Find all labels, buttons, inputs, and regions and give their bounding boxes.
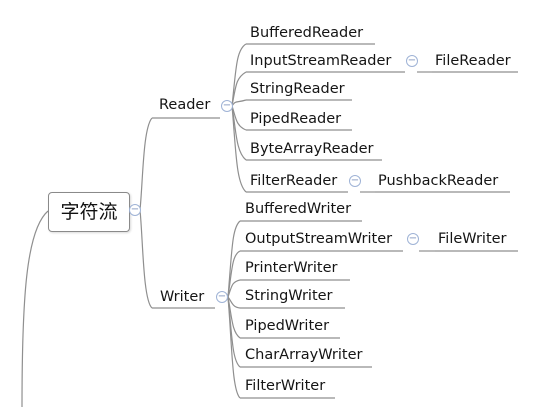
- reader-child-bufferedreader[interactable]: BufferedReader: [250, 25, 364, 41]
- writer-branch-stringwriter: [227, 296, 241, 309]
- writer-child-pipedwriter[interactable]: PipedWriter: [245, 318, 330, 334]
- filterreader-collapse-toggle[interactable]: −: [349, 175, 361, 187]
- root-collapse-toggle[interactable]: −: [129, 204, 141, 216]
- root-to-writer-connector: [139, 209, 153, 309]
- writer-child-printerwriter[interactable]: PrinterWriter: [245, 260, 338, 276]
- reader-child-filterreader[interactable]: FilterReader: [250, 173, 338, 189]
- root-trunk-connector: [21, 210, 49, 407]
- root-to-reader-connector: [139, 117, 153, 211]
- writer-child-chararraywriter[interactable]: CharArrayWriter: [245, 347, 363, 363]
- writer-child-stringwriter[interactable]: StringWriter: [245, 288, 333, 304]
- reader-child-bytearrayreader[interactable]: ByteArrayReader: [250, 141, 374, 157]
- reader-collapse-toggle[interactable]: −: [221, 100, 233, 112]
- root-node[interactable]: 字符流: [48, 192, 130, 232]
- reader-branch-stringreader: [231, 99, 247, 107]
- reader-branch-filterreader: [231, 105, 247, 193]
- writer-branch-outputstreamwriter: [227, 250, 241, 298]
- writer-child-filterwriter[interactable]: FilterWriter: [245, 378, 326, 394]
- reader-grandchild-pushbackreader[interactable]: PushbackReader: [378, 173, 499, 189]
- writer-node[interactable]: Writer: [160, 289, 205, 305]
- root-node-label: 字符流: [60, 201, 118, 223]
- reader-branch-bufferedreader: [231, 43, 247, 107]
- reader-grandchild-filereader[interactable]: FileReader: [435, 53, 511, 69]
- reader-child-stringreader[interactable]: StringReader: [250, 81, 345, 97]
- writer-child-outputstreamwriter[interactable]: OutputStreamWriter: [245, 231, 393, 247]
- writer-collapse-toggle[interactable]: −: [216, 291, 228, 303]
- reader-child-pipedreader[interactable]: PipedReader: [250, 111, 342, 127]
- reader-node[interactable]: Reader: [159, 97, 211, 113]
- writer-branch-bufferedwriter: [227, 220, 241, 298]
- outputstreamwriter-collapse-toggle[interactable]: −: [407, 233, 419, 245]
- reader-branch-inputstreamreader: [231, 71, 247, 107]
- writer-grandchild-filewriter[interactable]: FileWriter: [438, 231, 507, 247]
- writer-branch-filterwriter: [227, 296, 241, 399]
- reader-child-inputstreamreader[interactable]: InputStreamReader: [250, 53, 392, 69]
- writer-branch-printerwriter: [227, 279, 241, 298]
- inputstreamreader-collapse-toggle[interactable]: −: [406, 55, 418, 67]
- writer-child-bufferedwriter[interactable]: BufferedWriter: [245, 201, 352, 217]
